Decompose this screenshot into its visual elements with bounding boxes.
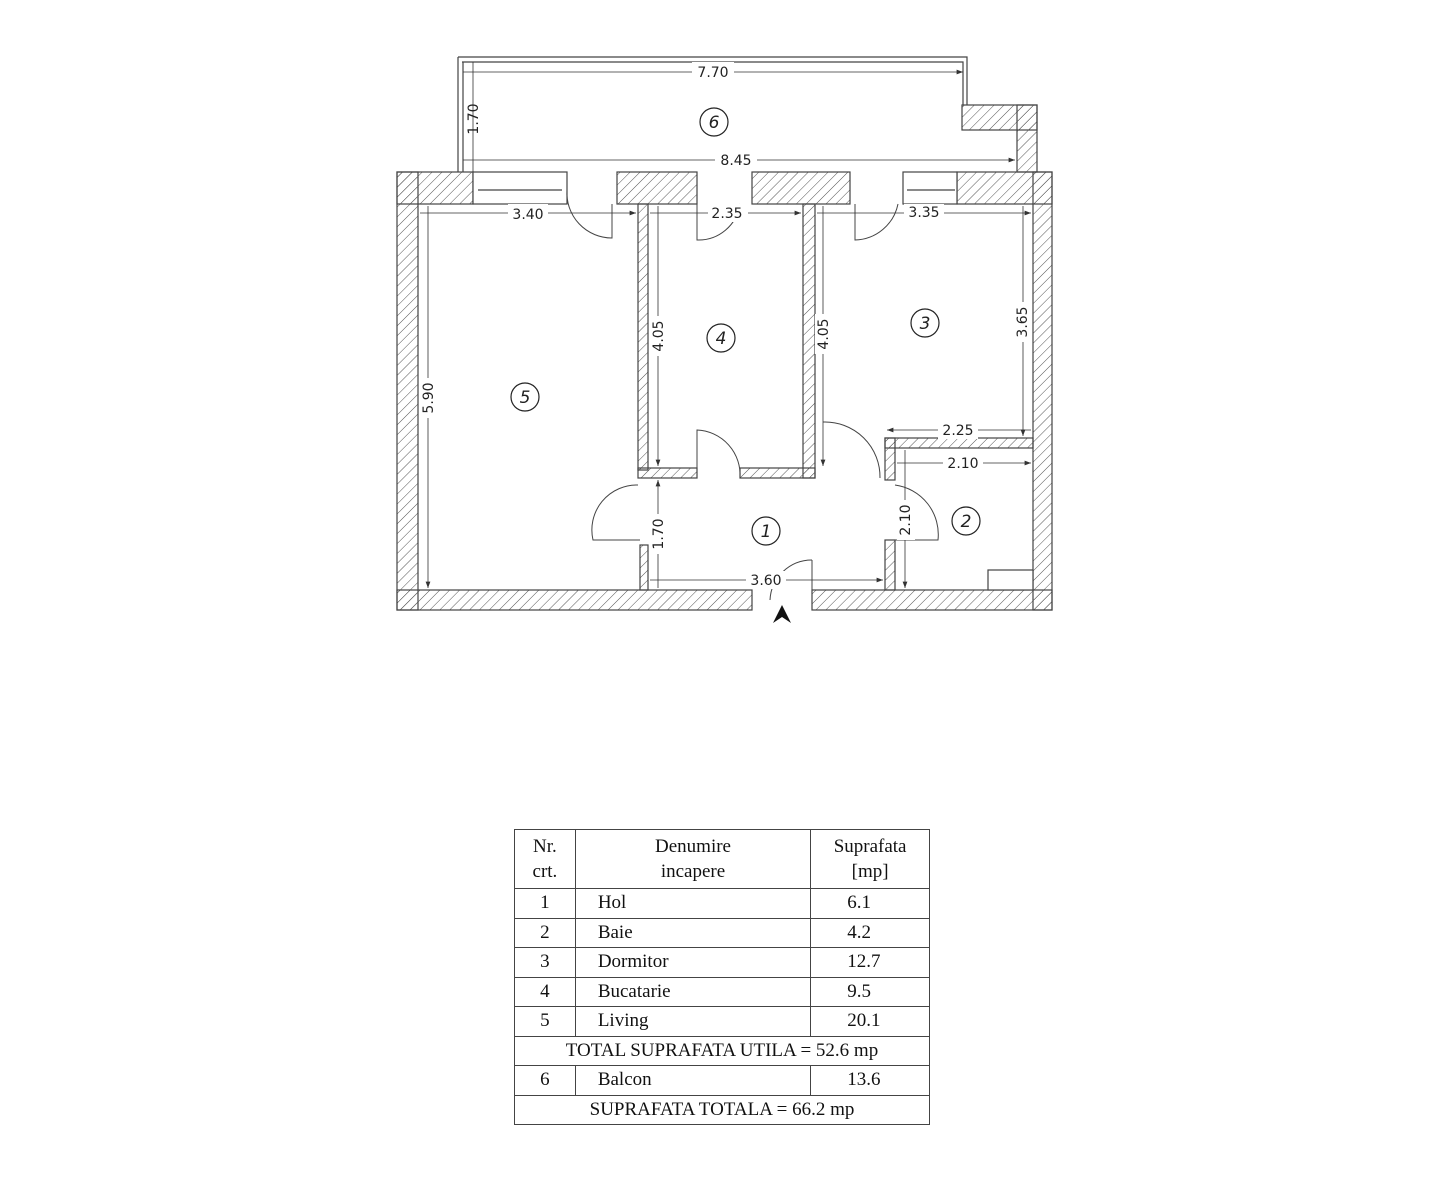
dim-living-width: 3.40 (512, 207, 543, 223)
room-area-table: Nr. crt. Denumire incapere Suprafata [mp] 1… (514, 829, 930, 1125)
dim-balcony-inner: 8.45 (720, 153, 751, 169)
header-area-line2: [mp] (851, 861, 889, 882)
row-area: 9.5 (810, 976, 930, 1007)
row-nr: 2 (514, 917, 576, 948)
room-6-label: 6 (709, 113, 720, 133)
room-2-label: 2 (961, 512, 972, 532)
header-nr-line2: crt. (532, 861, 558, 882)
total-row: SUPRAFATA TOTALA = 66.2 mp (514, 1094, 930, 1125)
doors (566, 189, 939, 601)
room-1-label: 1 (761, 522, 772, 542)
walls (396, 56, 1053, 611)
dim-bath-length: 2.10 (898, 504, 914, 535)
header-name: Denumire incapere (574, 829, 812, 889)
header-nr-line1: Nr. (533, 836, 557, 857)
dim-hall-depth: 1.70 (651, 518, 667, 549)
dim-kitchen-length-right: 4.05 (816, 318, 832, 349)
row-name: Baie (574, 917, 812, 948)
header-area-line1: Suprafata (833, 836, 907, 857)
row-area: 4.2 (810, 917, 930, 948)
row-area: 13.6 (810, 1065, 930, 1096)
row-nr: 5 (514, 1006, 576, 1037)
row-name: Dormitor (574, 947, 812, 978)
room-markers (510, 107, 981, 546)
total: SUPRAFATA TOTALA = 66.2 mp (514, 1094, 930, 1125)
row-name: Hol (574, 888, 812, 919)
row-name: Balcon (574, 1065, 812, 1096)
total-util-row: TOTAL SUPRAFATA UTILA = 52.6 mp (514, 1035, 930, 1066)
total-util: TOTAL SUPRAFATA UTILA = 52.6 mp (514, 1035, 930, 1066)
row-name: Bucatarie (574, 976, 812, 1007)
header-name-line1: Denumire (655, 836, 731, 857)
row-nr: 1 (514, 888, 576, 919)
entrance-arrow-icon (773, 605, 791, 623)
row-nr: 6 (514, 1065, 576, 1096)
room-5-label: 5 (520, 388, 531, 408)
header-nr: Nr. crt. (514, 829, 576, 889)
dim-balcony-width: 7.70 (697, 65, 728, 81)
row-area: 20.1 (810, 1006, 930, 1037)
dim-kitchen-length-left: 4.05 (651, 320, 667, 351)
row-area: 6.1 (810, 888, 930, 919)
row-nr: 4 (514, 976, 576, 1007)
header-area: Suprafata [mp] (810, 829, 930, 889)
dim-living-length: 5.90 (421, 382, 437, 413)
dim-balcony-depth: 1.70 (466, 103, 482, 134)
row-nr: 3 (514, 947, 576, 978)
dim-bath-width: 2.10 (947, 456, 978, 472)
row-name: Living (574, 1006, 812, 1037)
room-4-label: 4 (716, 329, 727, 349)
header-name-line2: incapere (660, 861, 726, 882)
dim-kitchen-width: 2.35 (711, 206, 742, 222)
dimension-labels: 7.70 8.45 1.70 3.40 2.35 3.35 5.90 4.05 … (420, 62, 1032, 589)
table-header-row: Nr. crt. Denumire incapere Suprafata [mp] (514, 829, 930, 889)
row-area: 12.7 (810, 947, 930, 978)
room-3-label: 3 (920, 314, 931, 334)
dim-bedroom-step: 2.25 (942, 423, 973, 439)
dim-bedroom-width: 3.35 (908, 205, 939, 221)
dim-bedroom-length: 3.65 (1015, 306, 1031, 337)
dim-hall-width: 3.60 (750, 573, 781, 589)
